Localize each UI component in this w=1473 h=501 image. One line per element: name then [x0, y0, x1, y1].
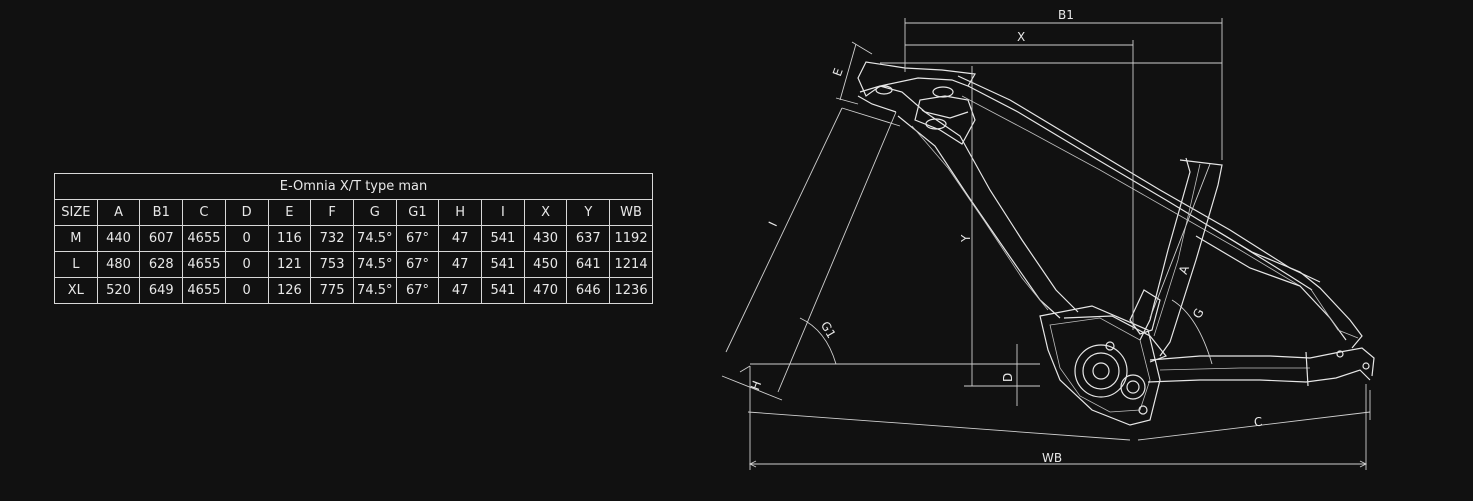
table-cell: 637	[566, 225, 611, 252]
table-cell: 732	[310, 225, 354, 252]
size-cell: M	[54, 225, 98, 252]
table-cell: 74.5°	[352, 277, 397, 304]
table-cell: 1214	[609, 251, 653, 278]
label-wb: WB	[1042, 451, 1062, 465]
column-header-wb: WB	[609, 199, 653, 226]
table-cell: 0	[224, 277, 269, 304]
column-header-g: G	[352, 199, 397, 226]
column-header-x: X	[523, 199, 568, 226]
label-e: E	[830, 66, 846, 78]
column-header-g1: G1	[395, 199, 440, 226]
table-cell: 47	[438, 225, 483, 252]
table-cell: 4655	[182, 251, 226, 278]
label-x: X	[1017, 30, 1025, 44]
column-header-a: A	[96, 199, 141, 226]
table-cell: 74.5°	[352, 225, 397, 252]
column-header-d: D	[224, 199, 269, 226]
label-h: H	[748, 379, 764, 392]
column-header-size: SIZE	[54, 199, 98, 226]
size-cell: XL	[54, 277, 98, 304]
table-cell: 430	[523, 225, 568, 252]
table-cell: 753	[310, 251, 354, 278]
table-cell: 4655	[182, 225, 226, 252]
table-title: E-Omnia X/T type man	[54, 173, 653, 200]
label-c: C	[1253, 415, 1263, 430]
column-header-i: I	[481, 199, 525, 226]
table-cell: 47	[438, 277, 483, 304]
dimension-lines	[721, 18, 1371, 470]
table-title-row: E-Omnia X/T type man	[54, 173, 653, 200]
table-cell: 67°	[395, 225, 440, 252]
label-a: A	[1176, 263, 1192, 276]
column-header-c: C	[182, 199, 226, 226]
label-g: G	[1190, 306, 1207, 321]
table-cell: 126	[267, 277, 312, 304]
table-cell: 607	[139, 225, 184, 252]
label-i: I	[766, 219, 780, 228]
table-cell: 450	[523, 251, 568, 278]
table-cell: 440	[96, 225, 141, 252]
size-cell: L	[54, 251, 98, 278]
table-cell: 67°	[395, 277, 440, 304]
table-cell: 641	[566, 251, 611, 278]
column-header-e: E	[267, 199, 312, 226]
table-cell: 470	[523, 277, 568, 304]
table-cell: 775	[310, 277, 354, 304]
column-header-h: H	[438, 199, 483, 226]
column-header-y: Y	[566, 199, 611, 226]
table-cell: 541	[481, 225, 525, 252]
table-cell: 628	[139, 251, 184, 278]
label-y: Y	[959, 234, 973, 243]
table-cell: 121	[267, 251, 312, 278]
table-cell: 0	[224, 251, 269, 278]
table-cell: 4655	[182, 277, 226, 304]
table-cell: 74.5°	[352, 251, 397, 278]
column-header-b1: B1	[139, 199, 184, 226]
table-cell: 0	[224, 225, 269, 252]
table-cell: 649	[139, 277, 184, 304]
table-cell: 1192	[609, 225, 653, 252]
table-cell: 47	[438, 251, 483, 278]
bike-frame	[857, 61, 1375, 426]
table-cell: 480	[96, 251, 141, 278]
label-b1: B1	[1058, 8, 1074, 22]
dimension-labels: B1 X E I Y A G G1 D H C WB	[748, 8, 1263, 465]
table-cell: 116	[267, 225, 312, 252]
frame-geometry-diagram: B1 X E I Y A G G1 D H C WB	[721, 8, 1375, 470]
label-d: D	[1001, 373, 1015, 382]
table-cell: 67°	[395, 251, 440, 278]
label-g1: G1	[818, 319, 839, 341]
column-header-f: F	[310, 199, 354, 226]
table-cell: 1236	[609, 277, 653, 304]
table-cell: 541	[481, 277, 525, 304]
table-cell: 520	[96, 277, 141, 304]
table-cell: 541	[481, 251, 525, 278]
table-cell: 646	[566, 277, 611, 304]
